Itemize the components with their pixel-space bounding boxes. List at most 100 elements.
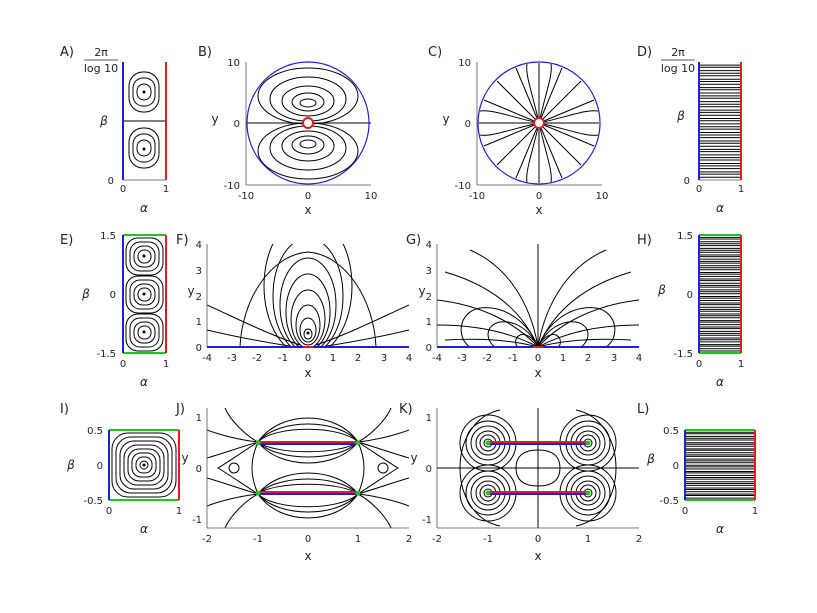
x-axis-label: x <box>304 549 311 563</box>
y-tick: 1.5 <box>100 231 116 242</box>
y-axis-label: β <box>66 458 75 472</box>
panel-h-label: H) <box>637 233 652 248</box>
panel-c-label: C) <box>428 45 442 60</box>
x-tick: 1 <box>355 534 361 545</box>
y-axis-label: β <box>99 114 108 128</box>
panel-l: L) 0 1 0.5 0 -0.5 α β <box>637 402 758 536</box>
y-tick: 1.5 <box>677 231 693 242</box>
x-axis-label: α <box>140 375 148 389</box>
x-tick: 0 <box>305 191 311 202</box>
x-tick: 0 <box>682 506 688 517</box>
y-tick: 0 <box>97 461 103 472</box>
x-tick: 1 <box>163 359 169 370</box>
x-tick: 1 <box>560 353 566 364</box>
panel-e-contours <box>125 237 164 352</box>
x-tick: 0 <box>106 506 112 517</box>
panel-b: B) -10 0 10 10 0 -10 x y <box>198 45 377 217</box>
outer-boundary-circle <box>477 61 601 185</box>
panel-e: E) 0 1 1.5 0 -1.5 α β <box>60 231 169 389</box>
x-axis-label: α <box>140 201 148 215</box>
y-tick: 0 <box>465 119 471 130</box>
x-tick: -3 <box>227 353 237 364</box>
x-axis-label: α <box>716 522 724 536</box>
panel-i-label: I) <box>60 402 69 417</box>
y-tick: 0 <box>426 343 432 354</box>
panel-a: A) 2π log 10 0 1 0 α β <box>60 45 169 215</box>
fraction-denominator: log 10 <box>84 62 118 75</box>
x-tick: -10 <box>469 191 485 202</box>
x-tick: 1 <box>176 506 182 517</box>
panel-i: I) 0 1 0.5 0 -0.5 α β <box>60 402 182 536</box>
inner-boundary-circle <box>302 117 314 129</box>
panel-l-label: L) <box>637 402 649 417</box>
x-tick: 1 <box>738 184 744 195</box>
y-axis-label: y <box>410 451 417 465</box>
x-tick: 0 <box>696 359 702 370</box>
y-tick: 1 <box>426 413 432 424</box>
panel-h: H) 0 1 1.5 0 -1.5 α β <box>637 231 744 389</box>
panel-a-label: A) <box>60 45 74 60</box>
x-axis-label: x <box>534 366 541 380</box>
y-tick: -0.5 <box>83 496 103 507</box>
y-tick: 0.5 <box>663 426 679 437</box>
x-axis-label: x <box>534 549 541 563</box>
y-tick: -0.5 <box>659 496 679 507</box>
x-tick: 2 <box>585 353 591 364</box>
panel-j-label: J) <box>175 402 185 417</box>
x-tick: 0 <box>535 534 541 545</box>
y-tick: -1 <box>192 515 202 526</box>
x-tick: -3 <box>457 353 467 364</box>
outer-boundary-circle <box>246 61 370 185</box>
x-tick: 0 <box>696 184 702 195</box>
panel-k: K) -2 -1 0 1 2 1 0 -1 x <box>399 402 642 563</box>
y-tick: 0 <box>426 464 432 475</box>
y-tick: 0 <box>196 343 202 354</box>
x-tick: -2 <box>432 534 442 545</box>
y-tick: 4 <box>426 240 432 251</box>
panel-g: G) -4 -3 -2 -1 0 1 2 3 4 4 3 2 1 0 x y <box>406 233 642 380</box>
panel-c-contours <box>479 63 599 183</box>
y-axis-label: y <box>442 112 449 126</box>
x-tick: 1 <box>738 359 744 370</box>
y-tick: 3 <box>196 266 202 277</box>
y-tick: 2 <box>426 292 432 303</box>
y-tick: 1 <box>426 317 432 328</box>
y-axis-label: β <box>81 287 90 301</box>
panel-f-label: F) <box>176 233 189 248</box>
x-axis-label: α <box>716 201 724 215</box>
y-tick: 0 <box>684 176 690 187</box>
panel-d-fraction: 2π log 10 <box>661 46 695 75</box>
x-tick: 0 <box>305 353 311 364</box>
y-tick: 0 <box>687 290 693 301</box>
y-tick: -1.5 <box>673 349 693 360</box>
panel-k-contours <box>437 408 639 528</box>
x-tick: 4 <box>636 353 642 364</box>
x-tick: 0 <box>535 353 541 364</box>
panel-c: C) -10 0 10 10 0 -10 x y <box>428 45 608 217</box>
x-tick: 1 <box>752 506 758 517</box>
x-axis-label: α <box>140 522 148 536</box>
y-tick: 0 <box>108 176 114 187</box>
x-tick: 3 <box>611 353 617 364</box>
x-tick: 0 <box>120 359 126 370</box>
y-tick: 0 <box>196 464 202 475</box>
y-tick: 0 <box>673 461 679 472</box>
x-tick: -4 <box>202 353 212 364</box>
panel-a-fraction: 2π log 10 <box>84 46 118 75</box>
panel-h-contours <box>700 236 740 352</box>
x-axis-label: α <box>716 375 724 389</box>
x-tick: 10 <box>596 191 609 202</box>
panel-f-contours <box>207 244 409 347</box>
x-tick: -1 <box>508 353 518 364</box>
x-tick: 2 <box>406 534 412 545</box>
panel-g-label: G) <box>406 233 421 248</box>
panel-f: F) -4 -3 -2 -1 0 1 2 3 4 4 3 2 1 0 <box>176 233 412 380</box>
x-tick: 2 <box>636 534 642 545</box>
y-tick: 0.5 <box>87 426 103 437</box>
y-tick: 10 <box>458 58 471 69</box>
x-tick: 1 <box>330 353 336 364</box>
y-tick: 0 <box>234 119 240 130</box>
y-axis-label: y <box>418 284 425 298</box>
y-tick: 1 <box>196 413 202 424</box>
x-axis-label: x <box>535 203 542 217</box>
